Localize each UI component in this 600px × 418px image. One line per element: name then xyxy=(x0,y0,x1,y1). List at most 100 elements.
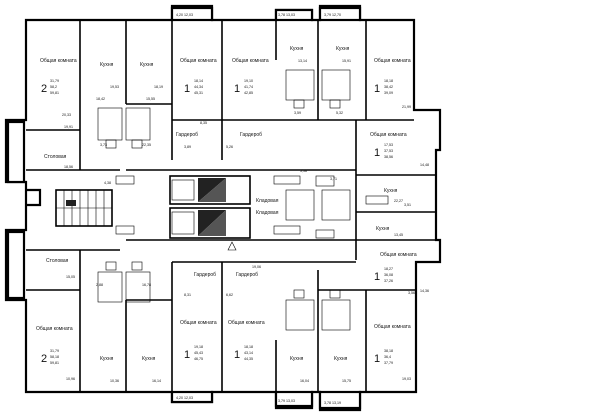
svg-text:18,27: 18,27 xyxy=(384,267,393,271)
apartment-stamp-a1: 2 31,79 58,2 59,81 xyxy=(41,79,59,95)
svg-text:17,53: 17,53 xyxy=(384,143,393,147)
svg-text:45,43: 45,43 xyxy=(194,351,203,355)
bathrooms xyxy=(97,69,351,331)
dim-top-1: 4,20 12,03 xyxy=(176,13,193,17)
balcony-dimensions: 4,20 12,03 3,78 13,03 3,79 12,70 4,20 12… xyxy=(176,13,341,405)
room-labels: Общая комната Кухня Кухня Общая комната … xyxy=(36,46,417,362)
svg-text:18,14: 18,14 xyxy=(194,79,203,83)
svg-text:21,99: 21,99 xyxy=(402,105,411,109)
apartment-stamp-a8: 1 19,18 45,43 46,75 xyxy=(184,345,203,361)
svg-text:5,26: 5,26 xyxy=(226,145,233,149)
room-living-4: Общая комната xyxy=(374,58,411,64)
dim-top-2: 3,78 13,03 xyxy=(278,13,295,17)
dim-top-3: 3,79 12,70 xyxy=(324,13,341,17)
room-kitchen-10: Кухня xyxy=(334,356,348,362)
room-kitchen-8: Кухня xyxy=(142,356,156,362)
room-living-7: Общая комната xyxy=(36,326,73,332)
svg-text:36,4: 36,4 xyxy=(384,355,391,359)
svg-text:6,62: 6,62 xyxy=(226,293,233,297)
svg-text:42,85: 42,85 xyxy=(244,91,253,95)
svg-text:37,26: 37,26 xyxy=(384,279,393,283)
svg-text:1: 1 xyxy=(184,349,190,361)
svg-text:19,53: 19,53 xyxy=(110,85,119,89)
svg-text:31,79: 31,79 xyxy=(50,79,59,83)
svg-text:3,59: 3,59 xyxy=(294,111,301,115)
room-wardrobe-4: Гардероб xyxy=(236,272,258,278)
elevator-shafts xyxy=(169,175,251,251)
apartment-stamp-a3: 1 19,10 41,74 42,85 xyxy=(234,79,253,95)
svg-text:19,91: 19,91 xyxy=(64,125,73,129)
svg-text:1: 1 xyxy=(184,83,190,95)
room-kitchen-9: Кухня xyxy=(290,356,304,362)
apartment-stamp-a5: 1 17,53 37,53 38,56 xyxy=(374,143,393,159)
svg-text:13,45: 13,45 xyxy=(394,233,403,237)
window-marks xyxy=(115,175,389,239)
svg-text:38,56: 38,56 xyxy=(384,155,393,159)
room-kitchen-7: Кухня xyxy=(100,356,114,362)
svg-text:19,03: 19,03 xyxy=(402,377,411,381)
svg-text:4,38: 4,38 xyxy=(104,181,111,185)
svg-text:2,88: 2,88 xyxy=(96,283,103,287)
svg-text:22,35: 22,35 xyxy=(142,143,151,147)
room-area-labels: 20,33 19,53 18,19 13,14 15,91 21,99 14,4… xyxy=(62,59,429,383)
svg-text:19,18: 19,18 xyxy=(194,345,203,349)
svg-text:8,31: 8,31 xyxy=(184,293,191,297)
svg-text:5,38: 5,38 xyxy=(300,169,307,173)
svg-text:15,55: 15,55 xyxy=(146,97,155,101)
room-kitchen-1: Кухня xyxy=(100,62,114,68)
svg-text:14,36: 14,36 xyxy=(420,289,429,293)
room-dining-1: Столовая xyxy=(44,154,67,160)
svg-text:8,35: 8,35 xyxy=(200,121,207,125)
interior-walls xyxy=(26,20,436,392)
svg-text:5,32: 5,32 xyxy=(336,111,343,115)
room-wardrobe-3: Гардероб xyxy=(194,272,216,278)
room-living-5: Общая комната xyxy=(370,132,407,138)
apartment-stamp-a4: 1 18,18 38,42 39,09 xyxy=(374,79,393,95)
svg-text:46,75: 46,75 xyxy=(194,357,203,361)
svg-text:18,18: 18,18 xyxy=(244,345,253,349)
svg-text:2: 2 xyxy=(41,83,47,95)
room-kitchen-3: Кухня xyxy=(290,46,304,52)
svg-text:31,79: 31,79 xyxy=(50,349,59,353)
room-living-9: Общая комната xyxy=(228,320,265,326)
svg-text:1: 1 xyxy=(374,147,380,159)
svg-text:16,78: 16,78 xyxy=(142,283,151,287)
svg-text:22,27: 22,27 xyxy=(394,199,403,203)
svg-text:3,71: 3,71 xyxy=(330,177,337,181)
apartment-stamp-a2: 1 18,14 44,34 45,31 xyxy=(184,79,203,95)
svg-text:1: 1 xyxy=(234,349,240,361)
room-kitchen-6: Кухня xyxy=(376,226,390,232)
apartment-stamps: 2 31,79 58,2 59,81 1 18,14 44,34 45,31 1… xyxy=(41,79,393,365)
svg-text:37,53: 37,53 xyxy=(384,149,393,153)
room-living-2: Общая комната xyxy=(180,58,217,64)
svg-text:18,56: 18,56 xyxy=(64,165,73,169)
svg-text:41,74: 41,74 xyxy=(244,85,253,89)
svg-text:37,79: 37,79 xyxy=(384,361,393,365)
apartment-stamp-a7: 2 31,79 58,18 59,81 xyxy=(41,349,59,365)
svg-text:45,31: 45,31 xyxy=(194,91,203,95)
svg-text:38,42: 38,42 xyxy=(384,85,393,89)
svg-text:20,33: 20,33 xyxy=(62,113,71,117)
room-living-1: Общая комната xyxy=(40,58,77,64)
svg-text:3,73: 3,73 xyxy=(100,143,107,147)
room-living-10: Общая комната xyxy=(374,324,411,330)
svg-text:18,18: 18,18 xyxy=(384,79,393,83)
room-dining-2: Столовая xyxy=(46,258,69,264)
dim-bot-1: 4,20 12,03 xyxy=(176,396,193,400)
svg-text:59,81: 59,81 xyxy=(50,91,59,95)
room-storage-2: Кладовая xyxy=(256,210,279,216)
apartment-stamp-a6: 1 18,27 36,08 37,26 xyxy=(374,267,393,283)
svg-text:15,75: 15,75 xyxy=(342,379,351,383)
small-area-labels: 18,42 15,55 8,35 19,91 3,73 22,35 3,89 5… xyxy=(64,97,415,297)
room-kitchen-4: Кухня xyxy=(336,46,350,52)
svg-text:19,10: 19,10 xyxy=(244,79,253,83)
svg-text:10,96: 10,96 xyxy=(66,377,75,381)
svg-text:16,14: 16,14 xyxy=(152,379,161,383)
room-living-3: Общая комната xyxy=(232,58,269,64)
svg-text:43,14: 43,14 xyxy=(244,351,253,355)
room-living-8: Общая комната xyxy=(180,320,217,326)
svg-text:2: 2 xyxy=(41,353,47,365)
room-kitchen-2: Кухня xyxy=(140,62,154,68)
svg-text:3,51: 3,51 xyxy=(404,203,411,207)
